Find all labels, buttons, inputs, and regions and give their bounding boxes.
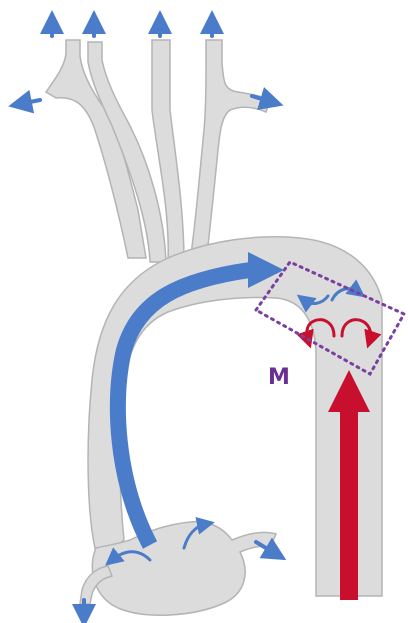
supra-aortic-branches <box>46 40 270 262</box>
main-arch-flow-path <box>118 270 250 545</box>
region-m-label: M <box>268 365 290 390</box>
outflow-arrow-5 <box>20 100 40 104</box>
branch-fourth <box>190 40 270 262</box>
descending-flow-shaft <box>340 410 358 600</box>
